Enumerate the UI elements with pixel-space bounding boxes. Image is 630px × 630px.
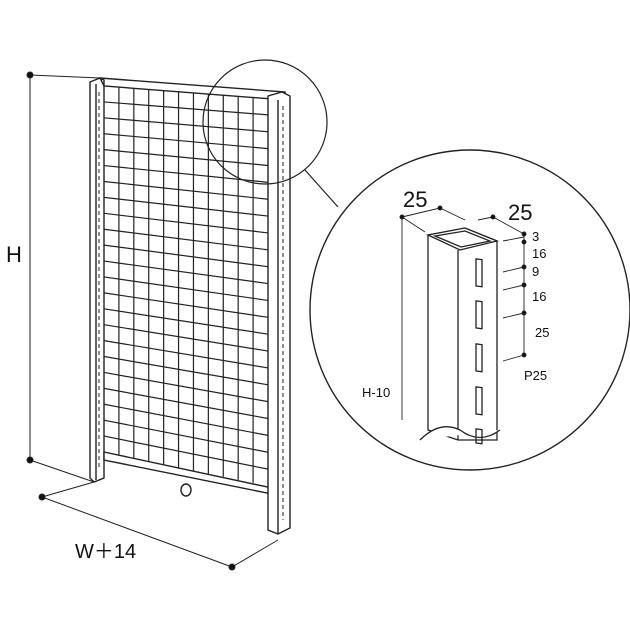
panel-frame bbox=[89, 77, 291, 535]
mesh-wire bbox=[103, 419, 269, 453]
mesh-wire bbox=[103, 340, 269, 369]
foot bbox=[180, 483, 192, 497]
detail-leader-line bbox=[304, 169, 339, 208]
post-height-label: H-10 bbox=[362, 385, 390, 400]
right-post bbox=[267, 91, 291, 535]
mesh-wire bbox=[103, 276, 269, 302]
slot-pitch-label: P25 bbox=[524, 368, 547, 383]
mesh-wire bbox=[103, 196, 269, 217]
mesh-wire bbox=[103, 228, 269, 251]
mesh-wire bbox=[103, 292, 269, 318]
mesh-wire bbox=[103, 101, 269, 116]
post-top-opening bbox=[425, 227, 500, 251]
wire-mesh-grid bbox=[103, 87, 269, 483]
mesh-wire bbox=[103, 117, 269, 133]
mesh-wire bbox=[103, 244, 269, 268]
post-body bbox=[427, 227, 498, 441]
post-depth-label: 25 bbox=[403, 187, 427, 212]
mesh-wire bbox=[103, 403, 269, 436]
mesh-wire bbox=[103, 387, 269, 420]
detail-marker-circle bbox=[202, 59, 328, 185]
width-label: W＋14 bbox=[75, 541, 136, 563]
post-dimension-lines bbox=[399, 205, 527, 420]
mesh-wire bbox=[103, 435, 269, 470]
mesh-wire bbox=[103, 133, 269, 150]
slot-length-2-label: 16 bbox=[532, 289, 546, 304]
slot-top-offset-label: 3 bbox=[532, 229, 539, 244]
post-slot-holes bbox=[475, 258, 483, 445]
mesh-wire bbox=[103, 260, 269, 285]
mesh-wire bbox=[103, 371, 269, 403]
post-detail bbox=[419, 227, 501, 441]
mesh-wire bbox=[103, 180, 269, 200]
top-rail bbox=[98, 77, 286, 101]
slot-length-label: 16 bbox=[532, 246, 546, 261]
post-slots bbox=[98, 92, 284, 520]
mesh-wire bbox=[103, 324, 269, 352]
post-width-label: 25 bbox=[508, 200, 532, 225]
mesh-wire bbox=[103, 212, 269, 234]
slot-pitch-value-label: 25 bbox=[535, 325, 549, 340]
mesh-wire bbox=[103, 355, 269, 386]
mesh-wire bbox=[103, 149, 269, 167]
slot-gap-label: 9 bbox=[532, 264, 539, 279]
height-label: H bbox=[6, 242, 22, 267]
height-dimension bbox=[26, 71, 101, 483]
left-post bbox=[89, 77, 105, 483]
width-dimension bbox=[38, 481, 279, 571]
mesh-wire bbox=[103, 308, 269, 335]
